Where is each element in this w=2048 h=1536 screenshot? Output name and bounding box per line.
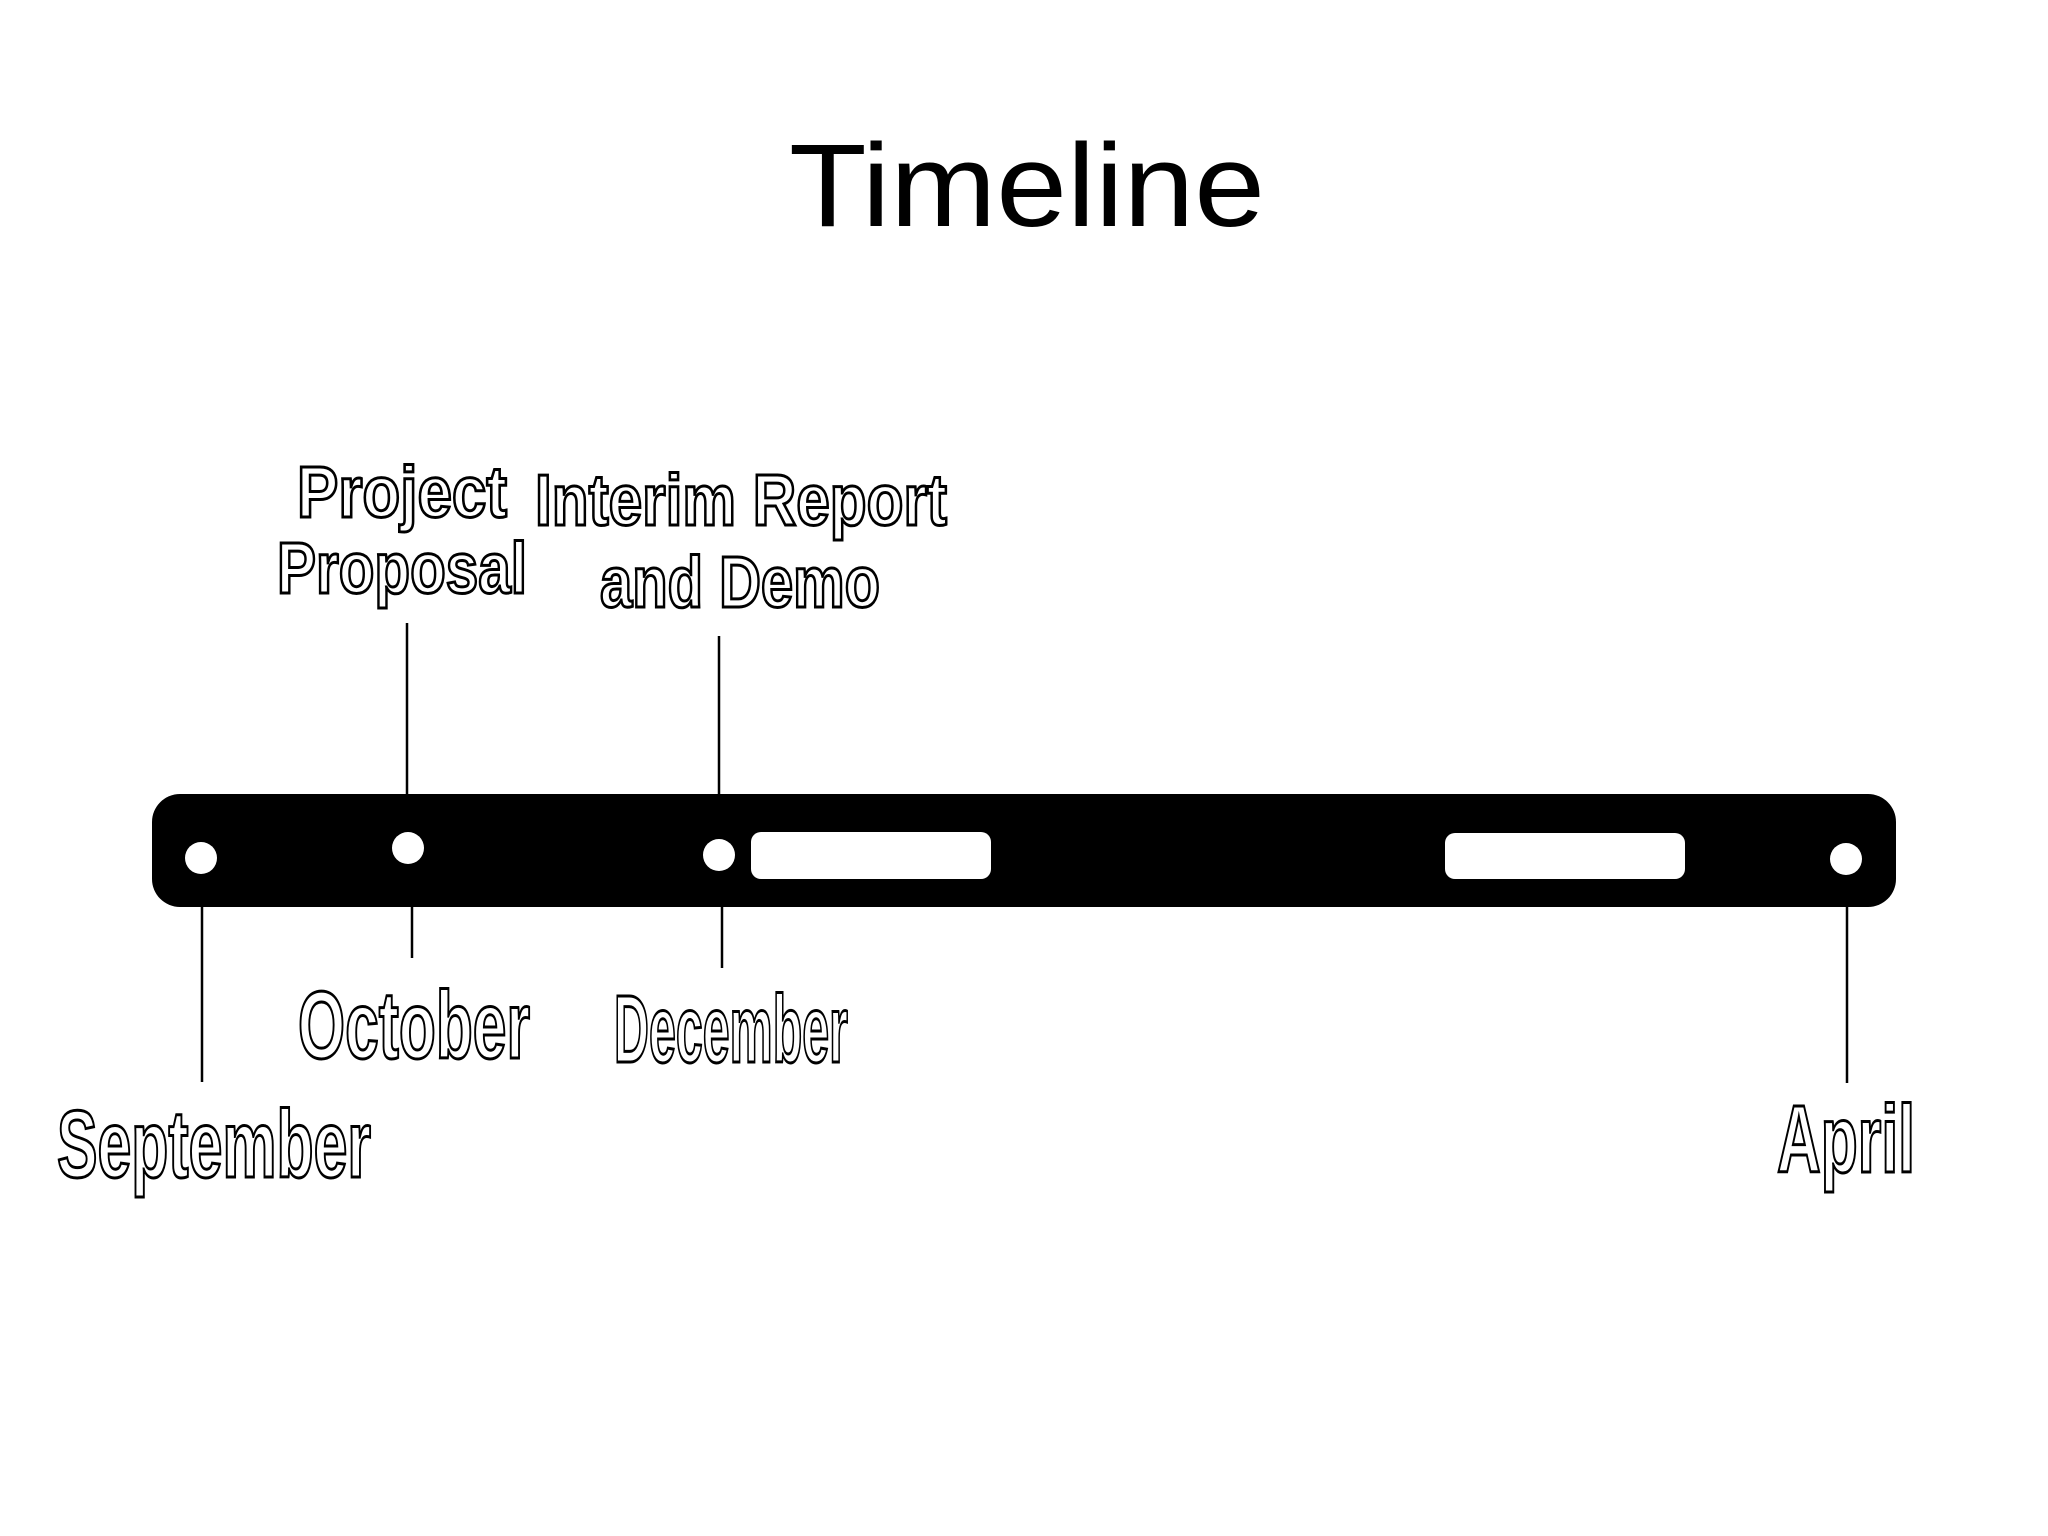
milestone-dot-december xyxy=(703,839,735,871)
label-project-proposal-line1: Project xyxy=(297,453,507,533)
timeline-segment-2 xyxy=(1445,833,1685,879)
label-december: December xyxy=(614,976,848,1083)
milestone-dot-october xyxy=(392,832,424,864)
label-september: September xyxy=(57,1091,371,1198)
label-interim-report-line2: and Demo xyxy=(600,543,880,623)
label-october: October xyxy=(298,972,530,1079)
milestone-dot-april xyxy=(1830,843,1862,875)
page-title: Timeline xyxy=(789,120,1265,252)
label-interim-report-line1: Interim Report xyxy=(535,461,947,541)
milestone-dot-september xyxy=(185,842,217,874)
label-april: April xyxy=(1777,1086,1915,1193)
label-project-proposal-line2: Proposal xyxy=(277,529,527,609)
timeline-segment-1 xyxy=(751,832,991,879)
